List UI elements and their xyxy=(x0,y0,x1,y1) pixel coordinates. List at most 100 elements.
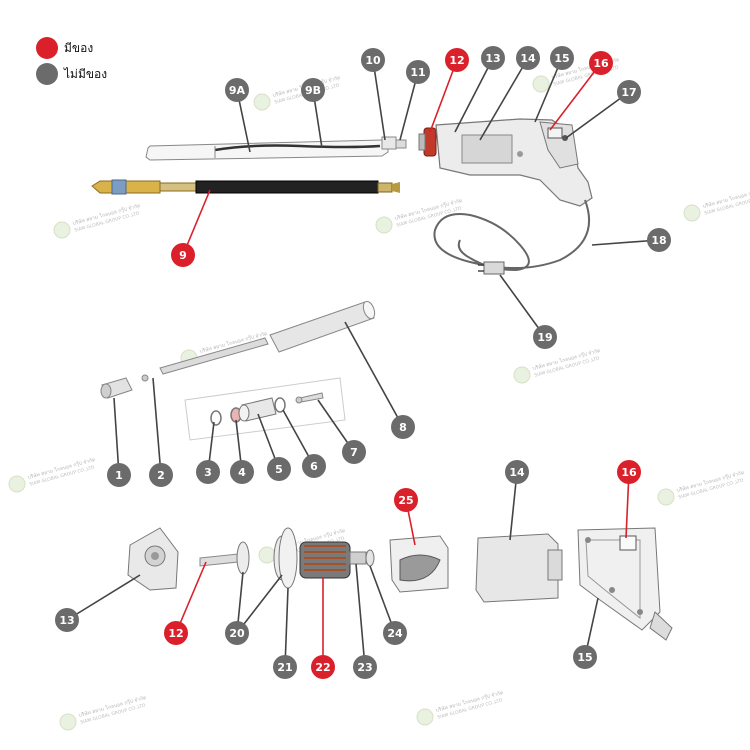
watermark-logo-icon xyxy=(513,366,531,384)
callout-badge xyxy=(617,80,641,104)
leader-line-12 xyxy=(429,59,458,133)
callout-label: 16 xyxy=(593,57,609,70)
callout-badge xyxy=(647,228,671,252)
callout-3-unavailable: 3 xyxy=(196,460,220,484)
callout-label: 11 xyxy=(410,66,425,79)
callout-label: 5 xyxy=(275,463,283,476)
watermark-logo-icon xyxy=(253,93,271,111)
callout-25-available: 25 xyxy=(394,488,418,512)
callout-label: 17 xyxy=(621,86,636,99)
callout-badge xyxy=(445,48,469,72)
legend-unavailable-dot xyxy=(36,63,58,85)
callout-label: 6 xyxy=(310,460,318,473)
callout-badge xyxy=(573,645,597,669)
legend-available: มีของ xyxy=(36,37,93,59)
callout-20-unavailable: 20 xyxy=(225,621,249,645)
watermark-logo-icon xyxy=(8,475,26,493)
callout-13-unavailable: 13 xyxy=(481,46,505,70)
callout-badge xyxy=(230,460,254,484)
shaft-hose xyxy=(145,136,407,161)
callout-badge xyxy=(225,621,249,645)
watermark-logo-icon xyxy=(683,204,701,222)
callout-label: 24 xyxy=(387,627,403,640)
callout-22-available: 22 xyxy=(311,655,335,679)
callout-badge xyxy=(505,460,529,484)
callout-badge xyxy=(481,46,505,70)
callout-badge xyxy=(149,463,173,487)
motor-internals xyxy=(127,527,673,641)
callout-badge xyxy=(550,46,574,70)
callout-5-unavailable: 5 xyxy=(267,457,291,481)
leader-line-10 xyxy=(372,59,386,141)
watermark-logo-icon xyxy=(53,221,71,239)
callout-badge xyxy=(406,60,430,84)
callout-label: 20 xyxy=(229,627,245,640)
callout-15-unavailable: 15 xyxy=(550,46,574,70)
watermark-logo-icon xyxy=(59,713,77,731)
callout-1-unavailable: 1 xyxy=(107,463,131,487)
watermark-logo-icon xyxy=(532,75,550,93)
watermark-logo-icon xyxy=(416,708,434,726)
callout-label: 10 xyxy=(365,54,381,67)
callout-badge xyxy=(273,655,297,679)
leader-line-2 xyxy=(152,377,162,476)
callout-badge xyxy=(391,415,415,439)
callout-badge xyxy=(516,46,540,70)
callout-label: 16 xyxy=(621,466,637,479)
leader-line-14 xyxy=(479,57,529,141)
callout-badge xyxy=(589,51,613,75)
callout-label: 21 xyxy=(277,661,292,674)
vibrator-needle-assembly xyxy=(91,179,400,195)
callout-label: 9B xyxy=(305,84,321,97)
callout-17-unavailable: 17 xyxy=(617,80,641,104)
leader-line-23 xyxy=(355,563,366,668)
callout-label: 4 xyxy=(238,466,246,479)
callout-label: 18 xyxy=(651,234,666,247)
callout-label: 2 xyxy=(157,469,165,482)
callout-label: 19 xyxy=(537,331,552,344)
leader-line-8 xyxy=(344,321,404,428)
callout-label: 9 xyxy=(179,249,187,262)
callout-2-unavailable: 2 xyxy=(149,463,173,487)
callout-18-unavailable: 18 xyxy=(647,228,671,252)
legend-available-label: มีของ xyxy=(64,40,94,55)
leader-line-20 xyxy=(236,574,283,634)
leader-line-17 xyxy=(565,91,630,139)
callout-label: 8 xyxy=(399,421,407,434)
callout-badge xyxy=(302,454,326,478)
callout-label: 13 xyxy=(59,614,74,627)
callout-9B-unavailable: 9B xyxy=(301,78,325,102)
legend-unavailable: ไม่มีของ xyxy=(36,63,107,85)
callout-16-available: 16 xyxy=(589,51,613,75)
watermark-logo-icon xyxy=(258,546,276,564)
callout-label: 23 xyxy=(357,661,372,674)
callout-9A-unavailable: 9A xyxy=(225,78,249,102)
callout-badge xyxy=(311,655,335,679)
leader-line-21 xyxy=(284,587,289,668)
callout-6-unavailable: 6 xyxy=(302,454,326,478)
power-cable xyxy=(433,199,590,275)
motor-housing xyxy=(418,118,593,207)
callout-badge xyxy=(301,78,325,102)
callout-badge xyxy=(225,78,249,102)
leader-line-1 xyxy=(113,397,120,476)
callout-label: 14 xyxy=(509,466,525,479)
callout-badge xyxy=(394,488,418,512)
callout-16-available: 16 xyxy=(617,460,641,484)
callout-23-unavailable: 23 xyxy=(353,655,377,679)
watermark-logo-icon xyxy=(375,216,393,234)
callout-badge xyxy=(342,440,366,464)
callout-13-unavailable: 13 xyxy=(55,608,79,632)
callout-badge xyxy=(55,608,79,632)
callout-21-unavailable: 21 xyxy=(273,655,297,679)
leader-line-13 xyxy=(66,574,141,621)
callout-7-unavailable: 7 xyxy=(342,440,366,464)
callout-badge xyxy=(617,460,641,484)
